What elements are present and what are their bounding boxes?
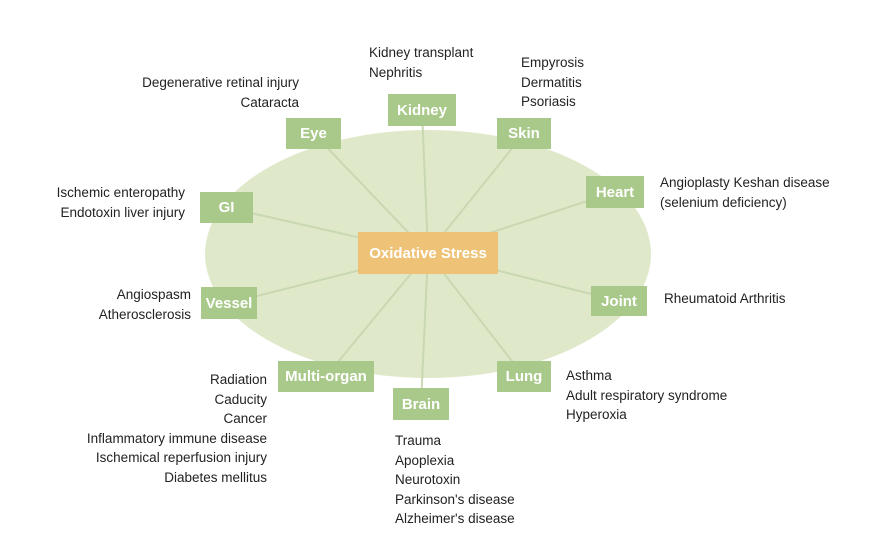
- note-item: Asthma: [566, 368, 612, 383]
- notes-eye: Degenerative retinal injury Cataracta: [142, 73, 299, 112]
- node-kidney: Kidney: [388, 94, 456, 126]
- notes-multi-organ: Radiation Caducity Cancer Inflammatory i…: [87, 370, 267, 488]
- node-kidney-label: Kidney: [396, 101, 447, 119]
- node-lung: Lung: [497, 361, 551, 392]
- note-item: Kidney transplant: [369, 45, 474, 60]
- node-brain-label: Brain: [401, 395, 441, 413]
- note-item: Rheumatoid Arthritis: [664, 291, 786, 306]
- spoke-kidney: [421, 109, 429, 254]
- note-item: Radiation: [209, 372, 267, 387]
- note-item: Dermatitis: [521, 74, 582, 90]
- notes-brain: Trauma Apoplexia Neurotoxin Parkinson's …: [395, 431, 515, 529]
- node-multi-organ-label: Multi-organ: [285, 368, 367, 385]
- node-gi-label: GI: [218, 199, 235, 216]
- node-joint: Joint: [591, 286, 647, 316]
- node-multi-organ: Multi-organ: [278, 361, 374, 392]
- note-item: Angioplasty Keshan disease: [660, 175, 830, 190]
- note-item: Hyperoxia: [566, 407, 627, 423]
- note-item: Neurotoxin: [395, 472, 461, 488]
- node-skin: Skin: [497, 118, 551, 149]
- note-item: Caducity: [214, 391, 267, 407]
- note-item: Adult respiratory syndrome: [566, 387, 728, 403]
- note-item: Psoriasis: [521, 94, 576, 110]
- notes-gi: Ischemic enteropathy Endotoxin liver inj…: [57, 183, 185, 222]
- notes-skin: Empyrosis Dermatitis Psoriasis: [521, 53, 584, 112]
- note-item: Ischemical reperfusion injury: [95, 450, 267, 466]
- note-item: Degenerative retinal injury: [142, 75, 299, 90]
- notes-heart: Angioplasty Keshan disease (selenium def…: [660, 173, 830, 212]
- center-label: Oxidative Stress: [369, 244, 487, 262]
- notes-kidney: Kidney transplant Nephritis: [369, 43, 473, 82]
- note-item: Alzheimer's disease: [395, 511, 515, 527]
- note-item: Trauma: [395, 433, 442, 448]
- note-item: Cancer: [223, 411, 267, 427]
- note-item: Endotoxin liver injury: [60, 204, 185, 220]
- note-item: Ischemic enteropathy: [56, 185, 185, 200]
- node-eye: Eye: [286, 118, 341, 149]
- node-vessel: Vessel: [201, 287, 257, 319]
- note-item: (selenium deficiency): [660, 194, 787, 210]
- node-joint-label: Joint: [601, 292, 637, 310]
- center-node: Oxidative Stress: [358, 232, 498, 274]
- node-eye-label: Eye: [300, 125, 327, 142]
- node-brain: Brain: [393, 388, 449, 420]
- node-lung-label: Lung: [505, 368, 543, 385]
- note-item: Apoplexia: [395, 452, 455, 468]
- node-vessel-label: Vessel: [205, 294, 253, 312]
- note-item: Angiospasm: [116, 287, 191, 302]
- node-heart-label: Heart: [595, 183, 635, 201]
- note-item: Empyrosis: [521, 55, 585, 70]
- notes-lung: Asthma Adult respiratory syndrome Hypero…: [566, 366, 727, 425]
- node-skin-label: Skin: [508, 125, 540, 142]
- note-item: Nephritis: [369, 64, 423, 80]
- node-heart: Heart: [586, 176, 644, 208]
- note-item: Inflammatory immune disease: [86, 430, 267, 446]
- note-item: Parkinson's disease: [395, 491, 515, 507]
- note-item: Cataracta: [240, 94, 299, 110]
- note-item: Diabetes mellitus: [164, 469, 267, 485]
- node-gi: GI: [200, 192, 253, 223]
- notes-joint: Rheumatoid Arthritis: [664, 289, 786, 309]
- note-item: Atherosclerosis: [98, 306, 191, 322]
- spoke-brain: [420, 252, 429, 405]
- notes-vessel: Angiospasm Atherosclerosis: [99, 285, 191, 324]
